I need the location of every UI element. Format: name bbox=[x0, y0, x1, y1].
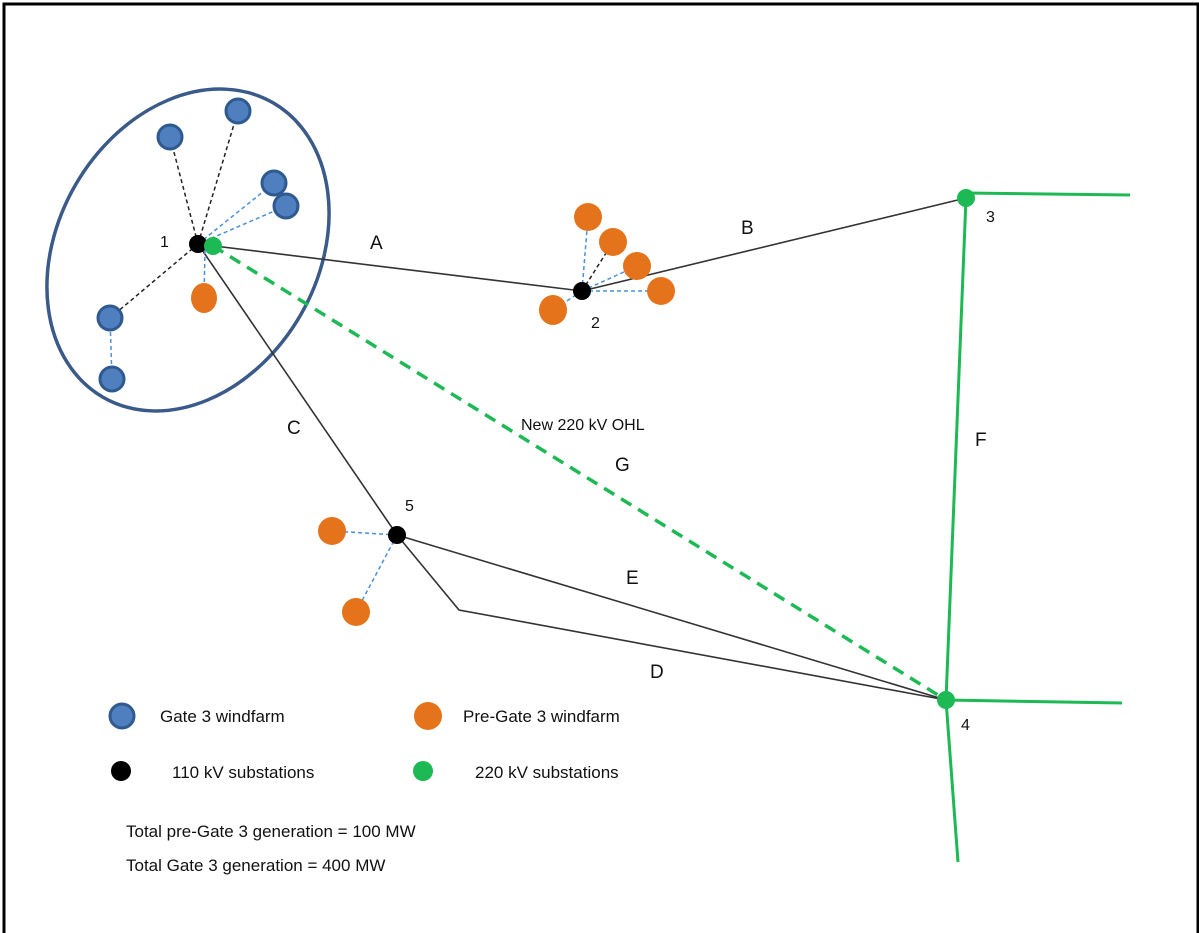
gate3-windfarm bbox=[96, 304, 124, 332]
legend-pre-gate3-label: Pre-Gate 3 windfarm bbox=[463, 707, 620, 726]
gate3-windfarm bbox=[156, 123, 184, 151]
line-E bbox=[396, 534, 947, 701]
line-4-east bbox=[945, 698, 1123, 705]
substation-110kv-5 bbox=[388, 526, 406, 544]
feeder-2b bbox=[581, 241, 614, 292]
substation-220kv-3 bbox=[957, 189, 975, 207]
pre-gate3-windfarm bbox=[191, 283, 217, 313]
gate3-windfarm bbox=[224, 97, 252, 125]
note-pre-gate3-total: Total pre-Gate 3 generation = 100 MW bbox=[126, 822, 416, 841]
legend-gate3-label: Gate 3 windfarm bbox=[160, 707, 285, 726]
lines-110kv bbox=[197, 197, 967, 701]
legend-220kv-label: 220 kV substations bbox=[475, 763, 619, 782]
line-F bbox=[944, 197, 968, 701]
pre-gate3-windfarms bbox=[191, 203, 675, 626]
feeder-1e bbox=[109, 243, 199, 319]
line-4-south bbox=[944, 699, 960, 863]
gate3-windfarms bbox=[96, 97, 300, 393]
pre-gate3-windfarm bbox=[342, 598, 370, 626]
line-label-B: B bbox=[741, 218, 754, 239]
line-C bbox=[197, 243, 398, 536]
gate3-windfarm bbox=[260, 169, 288, 197]
feeder-1c bbox=[197, 182, 275, 245]
gate3-windfarm bbox=[98, 365, 126, 393]
line-label-A: A bbox=[370, 233, 383, 254]
pre-gate3-windfarm bbox=[647, 277, 675, 305]
feeder-1a bbox=[169, 136, 199, 245]
node-label-1: 1 bbox=[160, 234, 169, 251]
legend-220kv-swatch bbox=[413, 761, 433, 781]
legend-gate3-swatch bbox=[108, 702, 136, 730]
legend-110kv-swatch bbox=[111, 761, 131, 781]
node-label-3: 3 bbox=[986, 209, 995, 226]
substation-110kv-1 bbox=[189, 235, 207, 253]
node-label-2: 2 bbox=[591, 315, 600, 332]
legend-110kv-label: 110 kV substations bbox=[172, 763, 314, 782]
pre-gate3-windfarm bbox=[599, 228, 627, 256]
gate3-cluster-ellipse bbox=[45, 87, 331, 413]
pre-gate3-windfarm bbox=[539, 295, 567, 325]
line-3-east bbox=[965, 191, 1131, 197]
substation-220kv-1 bbox=[204, 237, 222, 255]
line-label-G: G bbox=[615, 455, 630, 476]
substation-220kv-4 bbox=[937, 691, 955, 709]
feeder-5a bbox=[331, 530, 398, 536]
legend: Gate 3 windfarm Pre-Gate 3 windfarm 110 … bbox=[108, 702, 620, 782]
new-ohl-label: New 220 kV OHL bbox=[521, 417, 645, 434]
note-gate3-total: Total Gate 3 generation = 400 MW bbox=[126, 856, 385, 875]
legend-pre-gate3-swatch bbox=[414, 702, 442, 730]
substation-110kv-2 bbox=[573, 282, 591, 300]
feeder-5b bbox=[355, 534, 398, 613]
feeders bbox=[109, 110, 661, 613]
line-A bbox=[197, 243, 583, 292]
line-label-E: E bbox=[626, 568, 639, 589]
node-label-4: 4 bbox=[961, 717, 970, 734]
feeder-2a bbox=[581, 216, 589, 292]
pre-gate3-windfarm bbox=[318, 517, 346, 545]
lines-220kv bbox=[944, 191, 1131, 863]
line-G-new-ohl bbox=[212, 244, 947, 702]
line-label-C: C bbox=[287, 418, 301, 439]
line-D bbox=[396, 534, 947, 701]
node-label-5: 5 bbox=[405, 498, 414, 515]
feeder-1b bbox=[197, 110, 239, 245]
line-label-D: D bbox=[650, 662, 664, 683]
gate3-windfarm bbox=[272, 192, 300, 220]
feeder-1g bbox=[203, 249, 206, 299]
line-label-F: F bbox=[975, 430, 987, 451]
pre-gate3-windfarm bbox=[623, 252, 651, 280]
pre-gate3-windfarm bbox=[574, 203, 602, 231]
